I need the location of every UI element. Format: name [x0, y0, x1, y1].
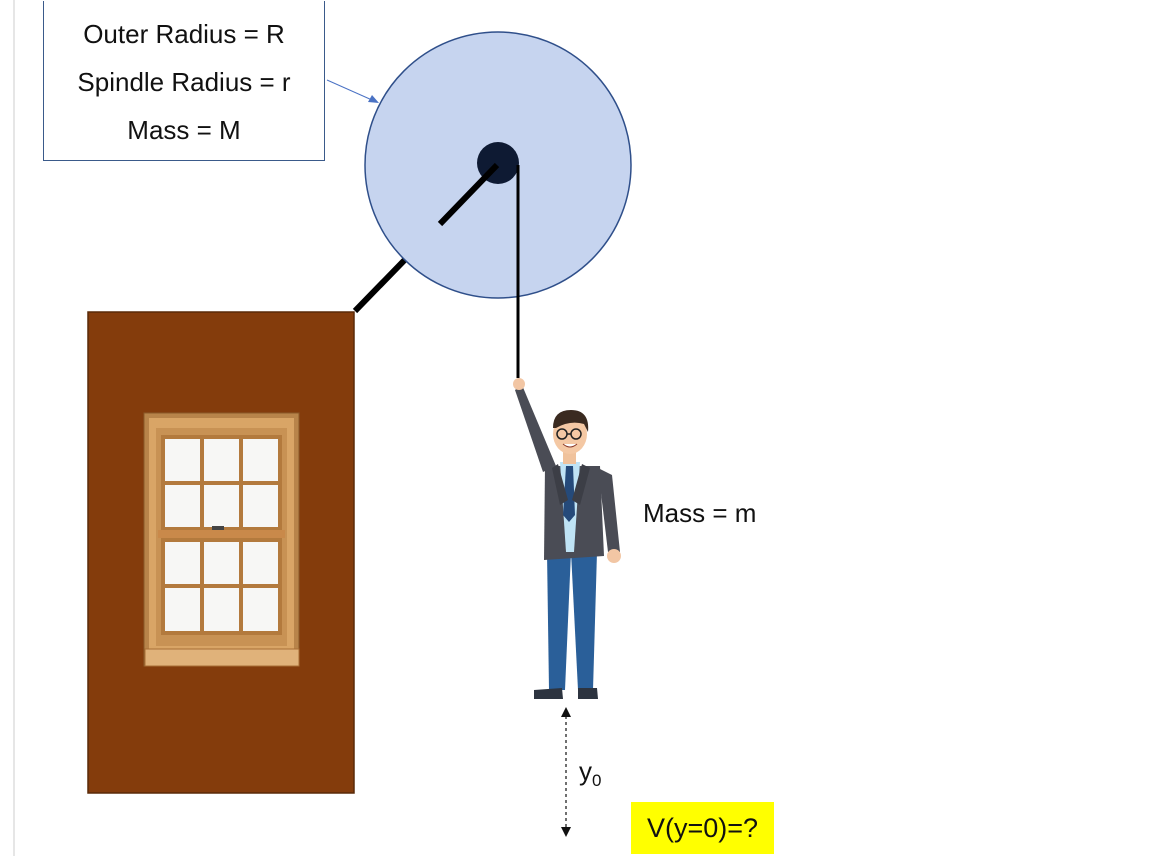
height-label: y0 — [579, 756, 601, 791]
height-arrow — [561, 707, 571, 837]
height-label-subscript: 0 — [592, 771, 602, 790]
outer-radius-label: Outer Radius = R — [83, 19, 285, 49]
pulley-mass-label: Mass = M — [127, 115, 241, 145]
callout-arrow — [326, 79, 379, 103]
question-text: V(y=0)=? — [646, 813, 759, 843]
question-highlight: V(y=0)=? — [631, 802, 774, 854]
page-edge-rule — [13, 0, 15, 856]
spindle-radius-label: Spindle Radius = r — [77, 67, 291, 97]
person-figure — [513, 378, 621, 699]
pulley-strut-overlay — [437, 162, 500, 227]
person-mass-label: Mass = m — [643, 498, 757, 528]
pulley-info-box: Outer Radius = R Spindle Radius = r Mass… — [43, 1, 325, 161]
height-label-base: y — [579, 756, 592, 786]
window — [143, 412, 300, 667]
